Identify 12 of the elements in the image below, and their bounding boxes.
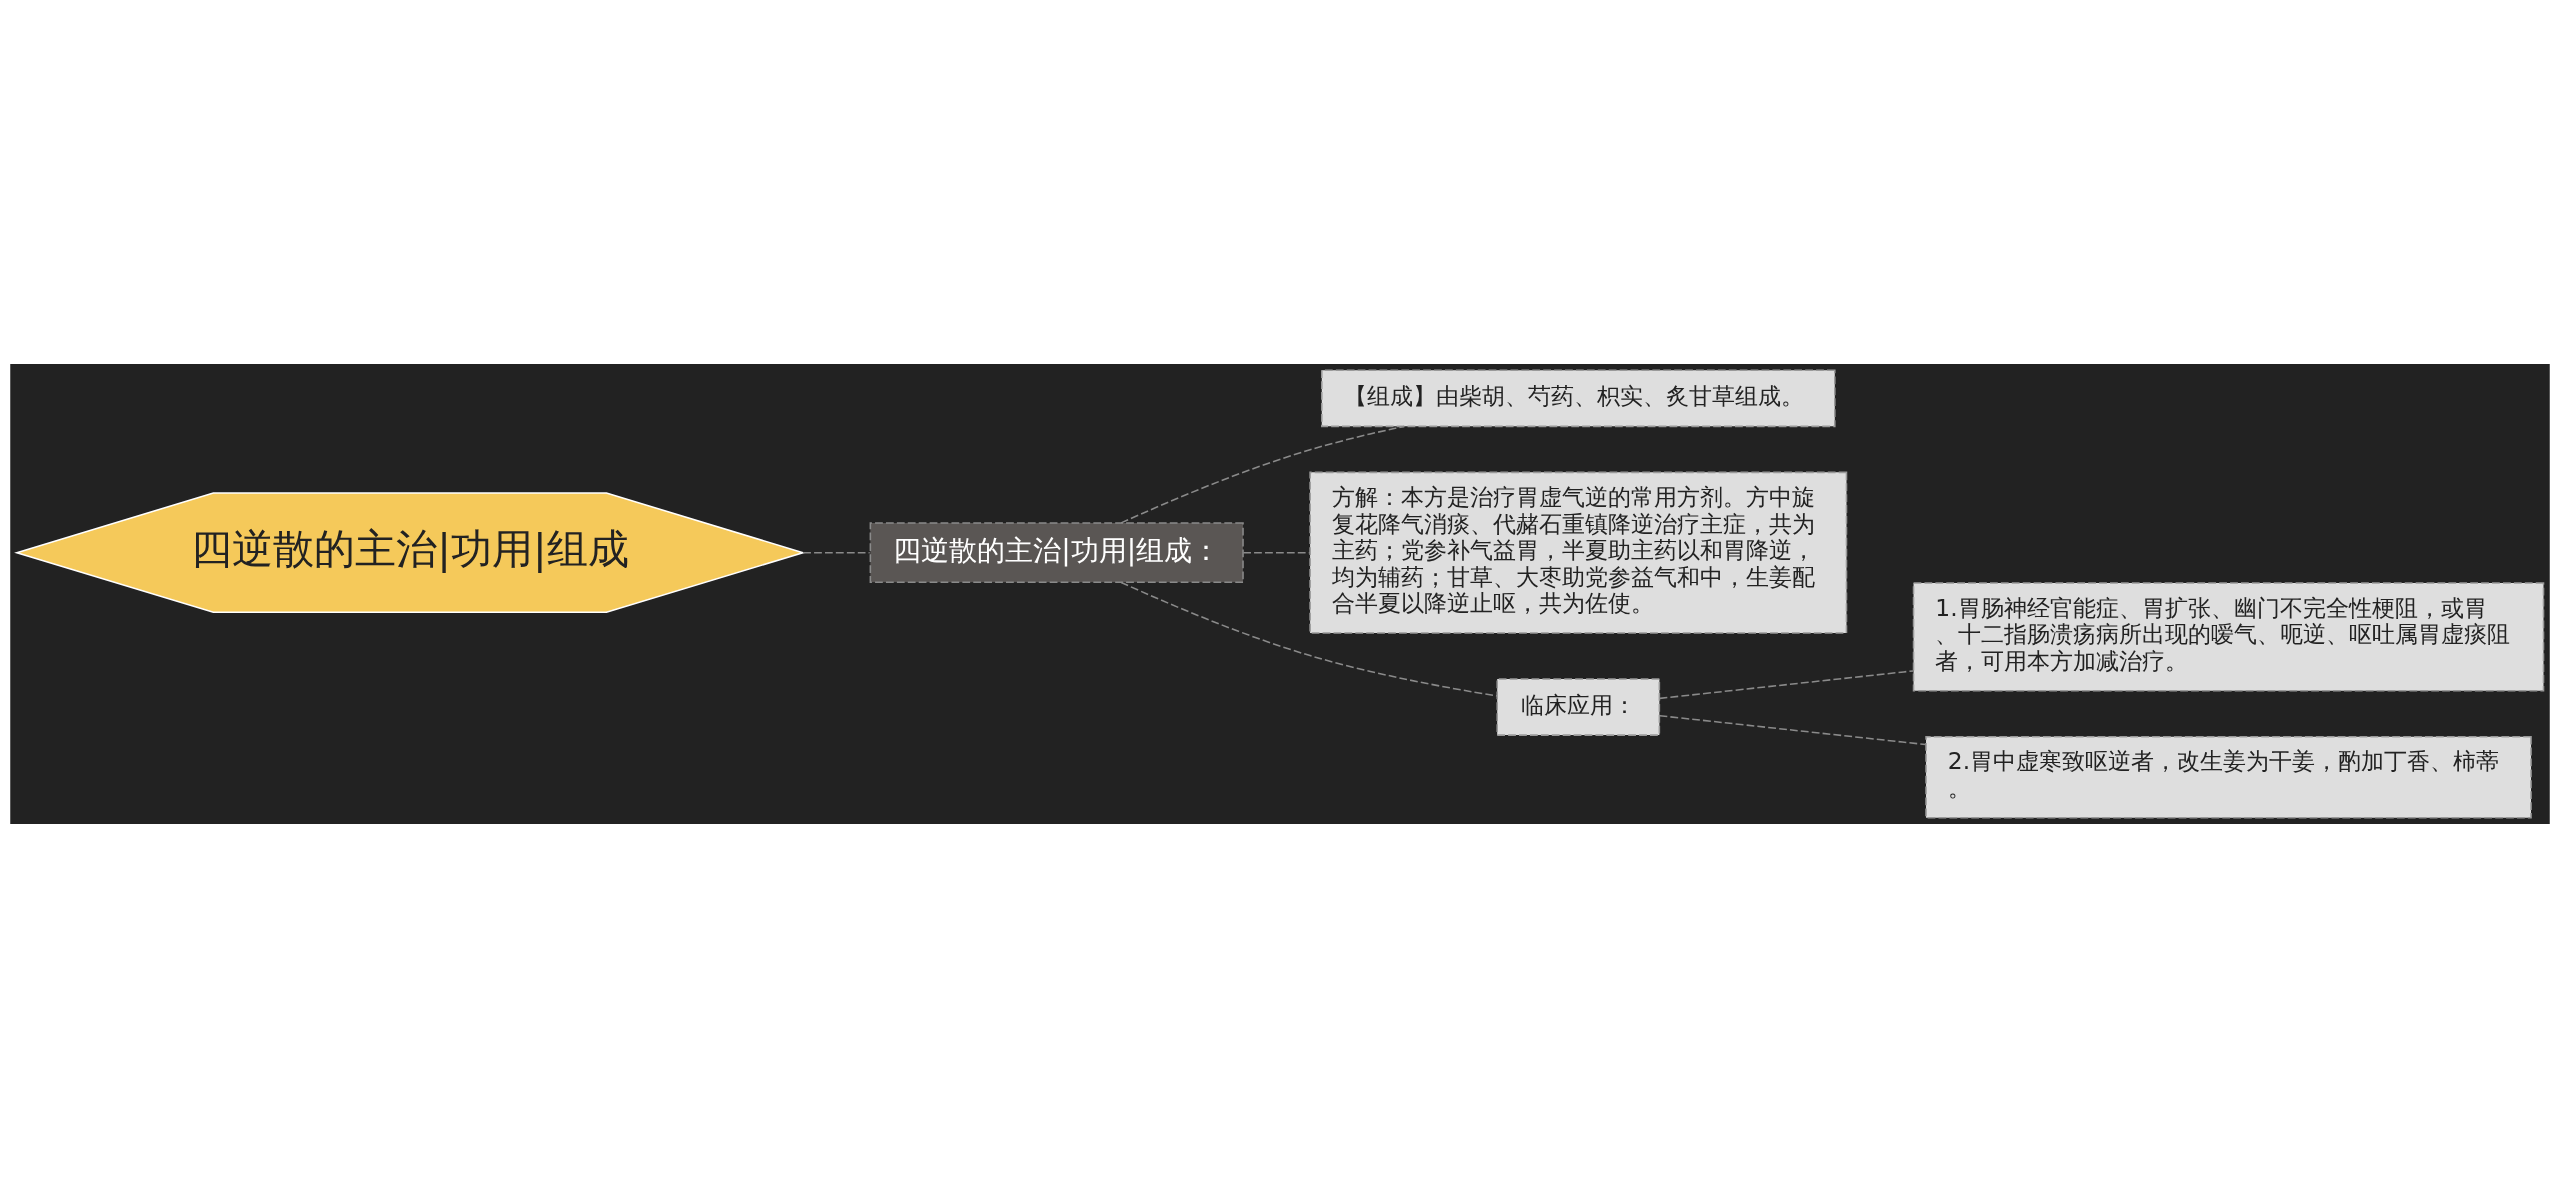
node-box: 四逆散的主治|功用|组成： bbox=[869, 521, 1244, 583]
connector bbox=[1659, 669, 1914, 699]
connector bbox=[1120, 425, 1405, 524]
node-box: 方解：本方是治疗胃虚气逆的常用方剂。方中旋复花降气消痰、代赭石重镇降逆治疗主症，共为主药；党参补气益胃，半夏助主药以和胃降逆，均为辅药；甘草、大枣助党参益气和中，生姜配合半夏以降逆止呕，共为佐使。 bbox=[1309, 471, 1848, 634]
connector bbox=[802, 551, 871, 553]
node-box: 1.胃肠神经官能症、胃扩张、幽门不完全性梗阻，或胃、十二指肠溃疡病所出现的嗳气、呃逆、呕吐属胃虚痰阻者，可用本方加减治疗。 bbox=[1912, 581, 2545, 691]
connector bbox=[1120, 581, 1498, 697]
node-box: 【组成】由柴胡、芍药、枳实、炙甘草组成。 bbox=[1321, 368, 1836, 427]
node-box: 2.胃中虚寒致呕逆者，改生姜为干姜，酌加丁香、柿蒂。 bbox=[1925, 735, 2532, 819]
connector bbox=[1659, 714, 1927, 745]
node-box: 临床应用： bbox=[1496, 677, 1661, 736]
connector bbox=[1242, 551, 1311, 553]
